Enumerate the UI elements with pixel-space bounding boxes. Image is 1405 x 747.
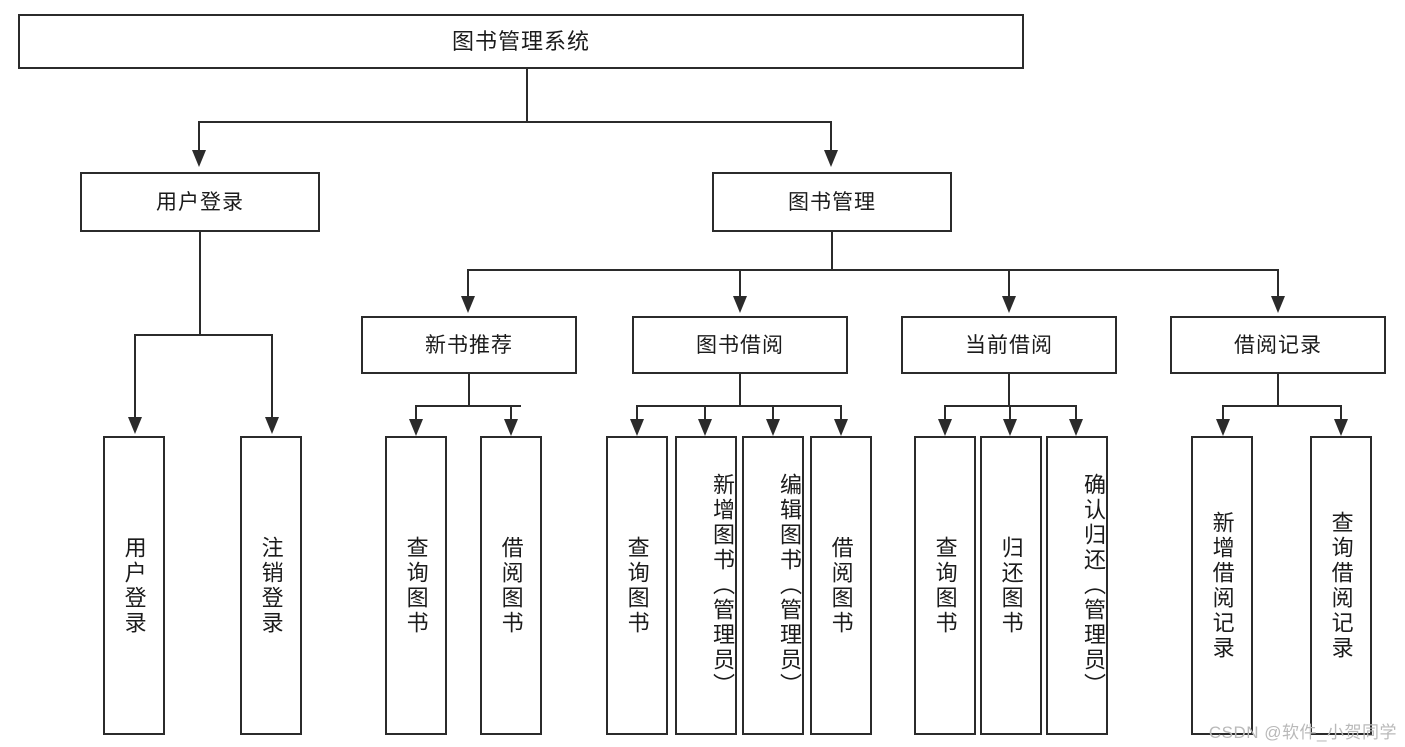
node-label: 当前借阅 [965,333,1053,357]
node-leaf-br-query-record[interactable]: 查询借阅记录 [1310,436,1372,735]
node-label: 归还图书 [998,535,1024,636]
node-label: 查询图书 [624,535,650,636]
connector-borrow-record-bus [1222,405,1342,407]
node-label: 新书推荐 [425,333,513,357]
arrowhead-bb-add-book [698,419,712,436]
node-leaf-user-login[interactable]: 用户登录 [103,436,165,735]
arrowhead-nb-borrow-book [504,419,518,436]
node-label: 借阅图书 [828,535,854,636]
node-current-borrow[interactable]: 当前借阅 [901,316,1117,374]
connector-user-login-bus [134,334,272,336]
node-book-management[interactable]: 图书管理 [712,172,952,232]
node-label: 图书借阅 [696,333,784,357]
node-label: 借阅记录 [1234,333,1322,357]
connector-br-c1 [1222,405,1224,421]
arrowhead-bb-edit-book [766,419,780,436]
node-label: 用户登录 [121,535,147,636]
connector-root-bus [198,121,832,123]
connector-new-book-stem [468,374,470,406]
node-label: 图书管理 [788,190,876,214]
arrowhead-br-query-record [1334,419,1348,436]
connector-bb-c2 [704,405,706,421]
connector-book-mgmt-bus [467,269,1279,271]
node-label: 查询借阅记录 [1328,510,1354,661]
node-user-login[interactable]: 用户登录 [80,172,320,232]
node-leaf-cb-query-book[interactable]: 查询图书 [914,436,976,735]
arrowhead-bb-borrow-book [834,419,848,436]
node-root-library-system[interactable]: 图书管理系统 [18,14,1024,69]
node-label: 新增图书（管理员） [710,473,735,698]
node-leaf-nb-borrow-book[interactable]: 借阅图书 [480,436,542,735]
connector-book-borrow-bus [636,405,842,407]
arrowhead-cb-confirm-return [1069,419,1083,436]
arrowhead-borrow-record [1271,296,1285,313]
connector-cb-c2 [1009,405,1011,421]
arrowhead-book-mgmt [824,150,838,167]
node-label: 确认归还（管理员） [1081,473,1106,698]
node-label: 新增借阅记录 [1209,510,1235,661]
arrowhead-leaf-user-login [128,417,142,434]
node-leaf-bb-query-book[interactable]: 查询图书 [606,436,668,735]
connector-new-book-c1 [415,405,417,421]
connector-new-book-c2 [510,405,512,421]
node-leaf-br-add-record[interactable]: 新增借阅记录 [1191,436,1253,735]
connector-bb-c1 [636,405,638,421]
arrowhead-nb-query-book [409,419,423,436]
node-leaf-nb-query-book[interactable]: 查询图书 [385,436,447,735]
connector-to-new-book [467,269,469,299]
connector-borrow-record-stem [1277,374,1279,406]
node-label: 借阅图书 [498,535,524,636]
node-borrow-record[interactable]: 借阅记录 [1170,316,1386,374]
connector-cb-c3 [1075,405,1077,421]
node-label: 查询图书 [403,535,429,636]
node-leaf-cb-return-book[interactable]: 归还图书 [980,436,1042,735]
node-label: 查询图书 [932,535,958,636]
node-new-book-recommend[interactable]: 新书推荐 [361,316,577,374]
node-leaf-bb-edit-book[interactable]: 编辑图书（管理员） [742,436,804,735]
arrowhead-cb-return-book [1003,419,1017,436]
connector-user-login-left [134,334,136,419]
node-leaf-bb-borrow-book[interactable]: 借阅图书 [810,436,872,735]
node-label: 注销登录 [258,535,284,636]
connector-root-to-user-login [198,121,200,153]
connector-book-borrow-stem [739,374,741,406]
arrowhead-leaf-logout [265,417,279,434]
connector-current-borrow-stem [1008,374,1010,406]
node-label: 编辑图书（管理员） [777,473,802,698]
connector-new-book-bus [415,405,521,407]
connector-user-login-right [271,334,273,419]
connector-to-book-borrow [739,269,741,299]
arrowhead-new-book-recommend [461,296,475,313]
arrowhead-book-borrow [733,296,747,313]
connector-bb-c4 [840,405,842,421]
node-label: 用户登录 [156,190,244,214]
connector-user-login-stem [199,232,201,335]
node-leaf-bb-add-book[interactable]: 新增图书（管理员） [675,436,737,735]
arrowhead-br-add-record [1216,419,1230,436]
connector-br-c2 [1340,405,1342,421]
connector-bb-c3 [772,405,774,421]
arrowhead-cb-query-book [938,419,952,436]
connector-root-stem [526,69,528,122]
csdn-watermark: CSDN @软件_小贺同学 [1208,723,1397,742]
arrowhead-bb-query-book [630,419,644,436]
node-leaf-cb-confirm-return[interactable]: 确认归还（管理员） [1046,436,1108,735]
connector-root-to-book-mgmt [830,121,832,153]
connector-to-borrow-record [1277,269,1279,299]
node-leaf-logout[interactable]: 注销登录 [240,436,302,735]
node-label: 图书管理系统 [451,28,590,54]
arrowhead-user-login [192,150,206,167]
connector-to-current-borrow [1008,269,1010,299]
arrowhead-current-borrow [1002,296,1016,313]
connector-cb-c1 [944,405,946,421]
node-book-borrow[interactable]: 图书借阅 [632,316,848,374]
connector-book-mgmt-stem [831,232,833,270]
